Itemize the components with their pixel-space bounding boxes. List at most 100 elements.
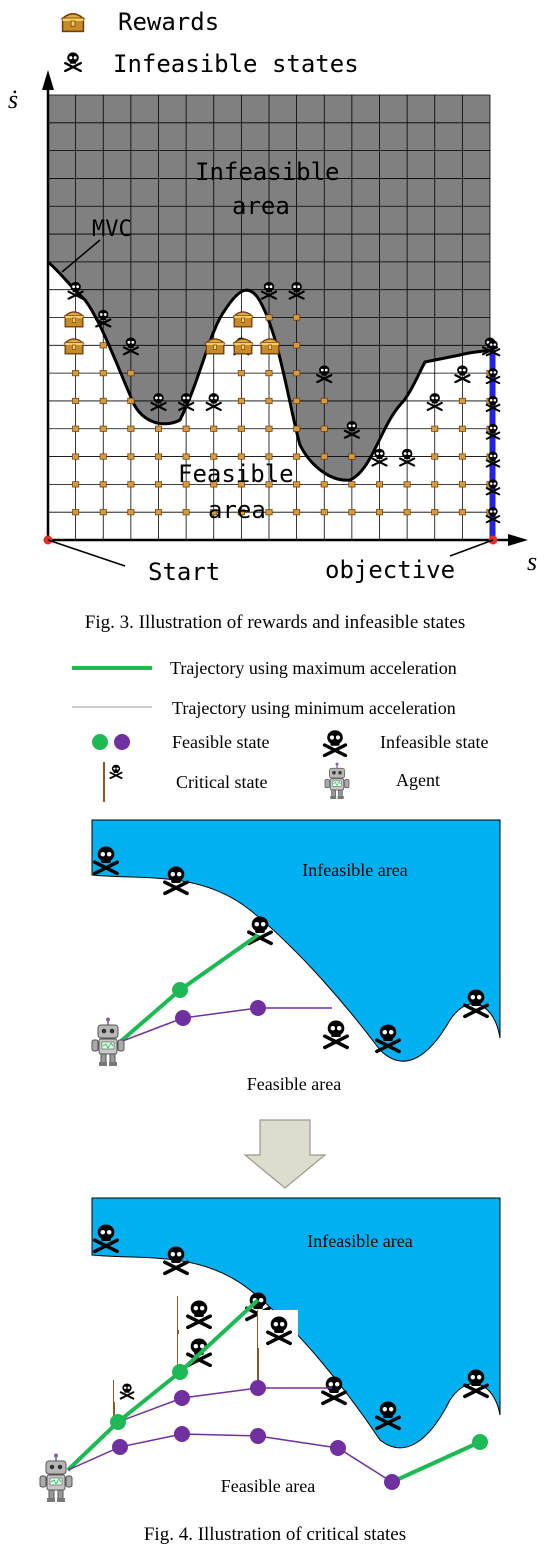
bottom-purple-state-1 [174, 1390, 190, 1406]
fig3-caption: Fig. 3. Illustration of rewards and infe… [85, 612, 465, 633]
reward-chest-icon [64, 311, 84, 328]
reward-node [237, 397, 245, 404]
infeasible-state-legend-label: Infeasible state [380, 732, 488, 752]
agent-legend-icon [324, 762, 350, 800]
reward-node [375, 509, 384, 516]
x-axis-arrow-icon [508, 534, 528, 546]
top-infeasible-region [91, 819, 501, 1062]
infeasible-skull-icon [454, 364, 471, 384]
reward-node [154, 425, 163, 432]
reward-node [293, 342, 301, 349]
transition-arrow-icon [243, 1119, 327, 1189]
objective-label: objective [325, 556, 455, 584]
bottom-feasible-label: Feasible area [221, 1476, 315, 1496]
reward-node [72, 425, 80, 432]
reward-node [127, 425, 135, 432]
fig4-caption: Fig. 4. Illustration of critical states [144, 1524, 406, 1545]
reward-node [293, 453, 301, 460]
bottom-green-state-2 [172, 1364, 188, 1380]
infeasible-skull-icon [205, 392, 222, 411]
bottom-purple-state-2 [250, 1380, 266, 1396]
reward-node [320, 453, 328, 460]
reward-node [348, 509, 356, 516]
bottom-purple-state-6 [330, 1440, 346, 1456]
reward-node [99, 397, 107, 404]
reward-node [127, 370, 135, 377]
feasible-area-label-1: Feasible [178, 460, 294, 488]
reward-node [237, 453, 245, 460]
reward-node [99, 453, 107, 460]
objective-pointer [449, 539, 494, 557]
rewards-legend-label: Rewards [118, 8, 219, 36]
reward-node [458, 425, 466, 432]
top-purple-state-2 [250, 1000, 266, 1016]
reward-node [458, 397, 466, 404]
reward-node [431, 425, 439, 432]
reward-node [127, 453, 135, 460]
reward-node [265, 314, 273, 321]
start-pointer [47, 539, 126, 567]
feasible-green-dot-icon [92, 734, 108, 750]
top-skull-4-icon [322, 1018, 350, 1050]
top-infeasible-label: Infeasible area [302, 860, 407, 880]
reward-node [320, 425, 328, 432]
critical-state-legend-icon [109, 763, 123, 779]
reward-node [72, 370, 80, 377]
reward-chest-icon [64, 338, 84, 355]
critical-flag-1 [113, 1380, 140, 1422]
top-max-acc-trajectory [118, 933, 260, 1044]
reward-chest-icon [260, 338, 280, 355]
x-axis-label: s [527, 547, 537, 576]
infeasible-area-label-1: Infeasible [195, 158, 340, 186]
fig3: Rewards Infeasible states ṡ s Infeasible… [8, 8, 537, 633]
bottom-agent-icon [39, 1452, 73, 1503]
max-acc-legend-label: Trajectory using maximum acceleration [170, 658, 457, 678]
reward-node [320, 481, 328, 488]
reward-node [265, 453, 273, 460]
reward-node [210, 425, 218, 432]
reward-node [182, 453, 190, 460]
reward-node [293, 425, 301, 432]
reward-node [72, 397, 80, 404]
infeasible-area-label-2: area [232, 192, 290, 220]
agent-legend-label: Agent [396, 770, 440, 790]
reward-node [293, 397, 301, 404]
start-label: Start [148, 558, 220, 586]
reward-node [458, 453, 466, 460]
reward-node [127, 509, 135, 516]
reward-node [320, 509, 328, 516]
y-axis-arrow-icon [42, 70, 54, 90]
top-purple-state-1 [175, 1010, 191, 1026]
fig4-legend: Trajectory using maximum acceleration Tr… [72, 658, 488, 802]
critical-flag-3 [257, 1310, 298, 1388]
reward-node [458, 509, 466, 516]
top-feasible-label: Feasible area [247, 1074, 341, 1094]
reward-node [293, 481, 301, 488]
bottom-purple-state-4 [174, 1426, 190, 1442]
mvc-pointer [61, 239, 101, 273]
reward-node [182, 425, 190, 432]
top-green-state [172, 982, 188, 998]
reward-node [99, 425, 107, 432]
reward-chest-icon [205, 338, 225, 355]
reward-node [293, 509, 301, 516]
reward-chest-icon [233, 338, 253, 355]
bottom-purple-state-3 [112, 1439, 128, 1455]
infeasible-state-legend-icon [322, 728, 348, 757]
bottom-purple-state-5 [250, 1428, 266, 1444]
reward-node [348, 481, 356, 488]
feasible-state-legend-label: Feasible state [172, 732, 269, 752]
reward-node [237, 370, 245, 377]
reward-node [127, 481, 135, 488]
bottom-green-state-1 [110, 1414, 126, 1430]
reward-node [154, 481, 163, 488]
mvc-curve [47, 260, 491, 482]
feasible-purple-dot-icon [114, 734, 130, 750]
bottom-min-acc-trajectory-2 [67, 1433, 393, 1483]
mvc-label: MVC [92, 217, 132, 242]
reward-node [99, 342, 107, 349]
reward-node [403, 509, 411, 516]
bottom-final-green-trajectory [391, 1440, 481, 1484]
top-agent-icon [91, 1016, 125, 1067]
infeasible-legend-label: Infeasible states [113, 50, 359, 78]
